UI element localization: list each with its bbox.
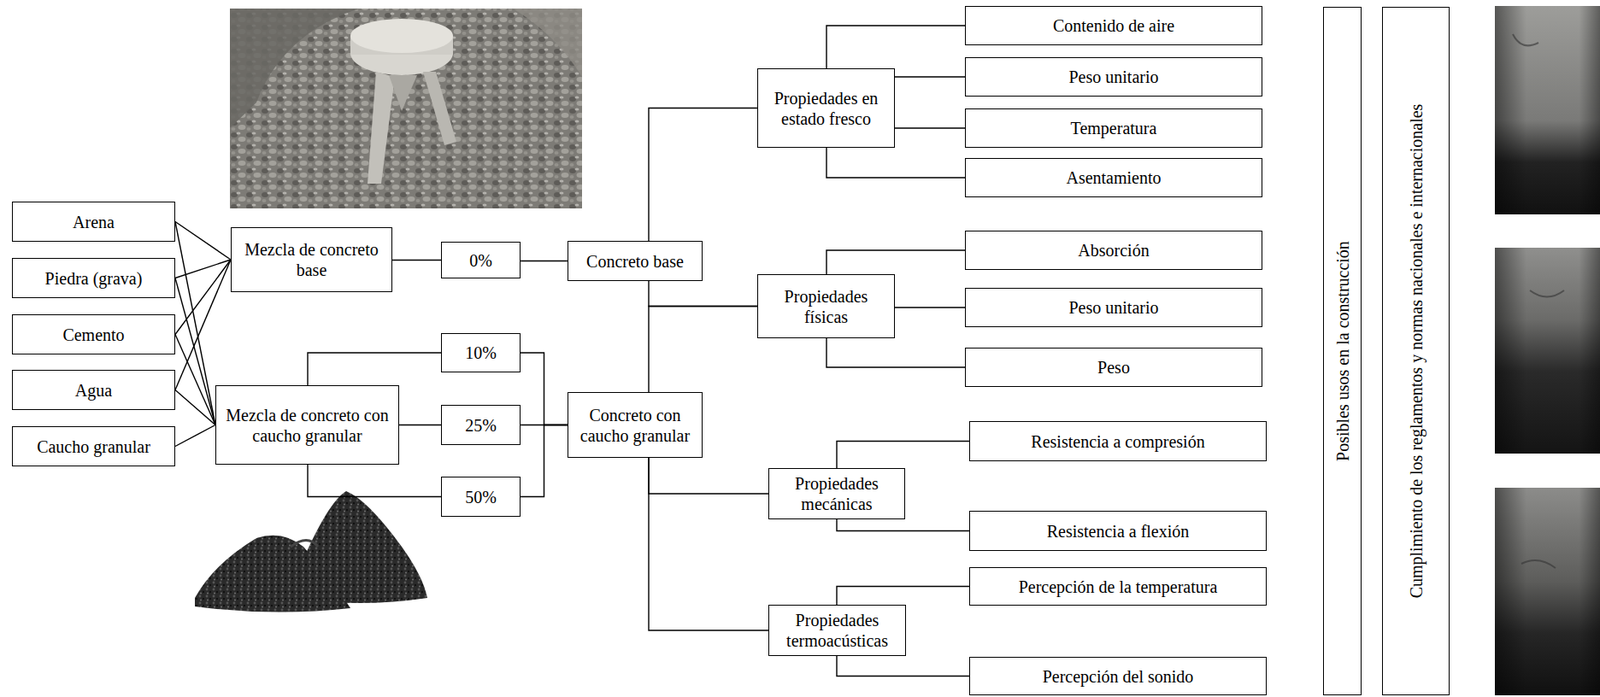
process-box: Resistencia a compresión xyxy=(969,421,1267,462)
process-box: Peso unitario xyxy=(964,57,1263,97)
process-box: Contenido de aire xyxy=(964,5,1263,46)
process-box: Percepción del sonido xyxy=(969,657,1267,696)
process-box: Propiedades termoacústicas xyxy=(768,605,906,657)
vertical-band: Posibles usos en la construcción xyxy=(1323,6,1362,696)
box-label: Posibles usos en la construcción xyxy=(1332,241,1353,462)
box-label: Absorción xyxy=(1077,240,1149,261)
connector-line xyxy=(175,390,216,426)
connector-line xyxy=(307,352,442,386)
process-box: Piedra (grava) xyxy=(11,258,176,299)
connector-line xyxy=(894,306,965,308)
process-box: Peso xyxy=(964,347,1263,388)
connector-line xyxy=(836,656,970,677)
box-label: Contenido de aire xyxy=(1052,15,1175,36)
connector-line xyxy=(836,587,970,606)
connector-line xyxy=(648,306,758,394)
connector-line xyxy=(648,458,769,495)
box-label: Percepción de la temperatura xyxy=(1018,576,1218,598)
connector-line xyxy=(836,441,970,470)
process-box: Propiedades físicas xyxy=(757,274,895,339)
connector-line xyxy=(520,425,568,498)
connector-line xyxy=(175,425,216,448)
box-label: Concreto base xyxy=(586,251,684,272)
connector-line xyxy=(648,108,758,242)
connector-line xyxy=(826,147,965,178)
box-label: Cemento xyxy=(62,324,124,346)
connector-line xyxy=(520,352,568,426)
process-box: Cemento xyxy=(11,314,176,355)
box-label: Propiedades termoacústicas xyxy=(774,610,900,652)
process-box: Concreto base xyxy=(567,241,703,282)
box-label: Piedra (grava) xyxy=(45,268,143,289)
box-label: Propiedades mecánicas xyxy=(774,473,900,515)
connector-line xyxy=(175,259,231,336)
box-label: Cumplimiento de los reglamentos y normas… xyxy=(1405,104,1427,600)
process-box: 50% xyxy=(441,476,521,518)
connector-line xyxy=(894,76,965,77)
connector-line xyxy=(648,458,769,631)
box-label: Resistencia a compresión xyxy=(1030,431,1205,453)
rubber-granules xyxy=(194,491,428,613)
box-label: Propiedades físicas xyxy=(763,286,889,328)
connector-line xyxy=(826,338,965,368)
box-label: Temperatura xyxy=(1070,117,1158,139)
concrete-cylinders xyxy=(1494,5,1600,696)
connector-line xyxy=(175,335,216,426)
connector-line xyxy=(307,464,442,498)
box-label: Mezcla de concreto base xyxy=(236,239,387,281)
connector-line xyxy=(175,278,216,426)
box-label: Caucho granular xyxy=(36,436,151,458)
process-box: Peso unitario xyxy=(964,288,1263,328)
connector-line xyxy=(826,25,965,69)
box-label: 25% xyxy=(464,415,497,436)
process-box: Agua xyxy=(11,370,176,411)
mixer-photo xyxy=(229,8,583,209)
box-label: Mezcla de concreto con caucho granular xyxy=(221,405,394,447)
box-label: Peso unitario xyxy=(1069,297,1159,318)
connector-line xyxy=(392,259,442,261)
process-box: Caucho granular xyxy=(11,426,176,467)
process-box: Absorción xyxy=(964,230,1263,271)
box-label: 10% xyxy=(464,342,497,364)
connector-line xyxy=(399,424,442,426)
process-box: Mezcla de concreto con caucho granular xyxy=(215,385,400,465)
connector-line xyxy=(836,519,970,532)
box-label: Propiedades en estado fresco xyxy=(763,88,889,130)
connector-line xyxy=(520,260,568,262)
vertical-band: Cumplimiento de los reglamentos y normas… xyxy=(1382,6,1450,696)
box-label: Percepción del sonido xyxy=(1042,666,1195,688)
box-label: 50% xyxy=(464,487,497,508)
process-box: Percepción de la temperatura xyxy=(969,567,1267,606)
connector-line xyxy=(894,127,965,129)
box-label: 0% xyxy=(469,250,493,271)
connector-line xyxy=(175,259,231,391)
process-box: Propiedades en estado fresco xyxy=(757,68,895,148)
process-box: Propiedades mecánicas xyxy=(768,468,906,520)
process-box: Temperatura xyxy=(964,108,1263,148)
box-label: Resistencia a flexión xyxy=(1047,521,1190,542)
process-box: 10% xyxy=(441,333,521,373)
box-label: Concreto con caucho granular xyxy=(573,405,697,447)
connector-line xyxy=(648,281,758,307)
process-box: 0% xyxy=(441,241,521,279)
connector-line xyxy=(175,222,231,261)
process-box: Mezcla de concreto base xyxy=(230,227,393,293)
process-box: 25% xyxy=(441,405,521,446)
box-label: Agua xyxy=(75,380,112,401)
connector-line xyxy=(175,222,216,426)
process-box: Resistencia a flexión xyxy=(969,511,1267,552)
box-label: Arena xyxy=(72,211,115,233)
process-box: Asentamiento xyxy=(964,158,1263,198)
box-label: Peso unitario xyxy=(1069,66,1159,88)
box-label: Asentamiento xyxy=(1065,167,1161,189)
box-label: Peso xyxy=(1097,357,1130,378)
connector-line xyxy=(826,250,965,275)
process-box: Concreto con caucho granular xyxy=(567,392,703,459)
process-box: Arena xyxy=(11,201,176,242)
